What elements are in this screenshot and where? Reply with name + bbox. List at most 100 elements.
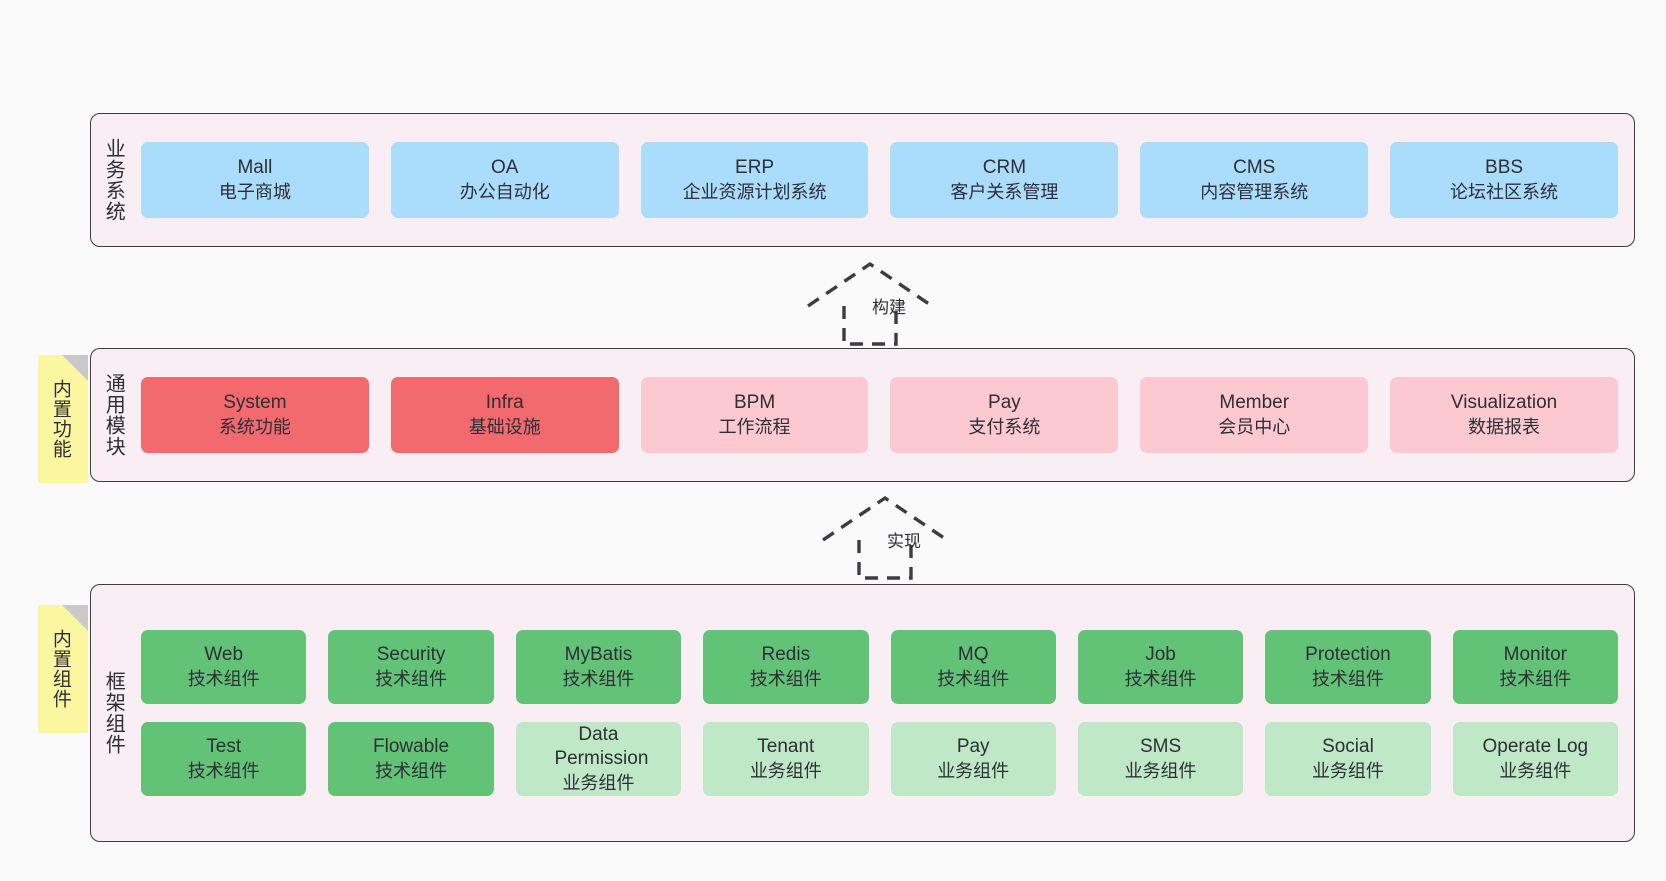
layer-body-business-systems: Mall 电子商城 OA 办公自动化 ERP 企业资源计划系统 CRM 客户关系…	[135, 114, 1634, 246]
node-sms[interactable]: SMS 业务组件	[1077, 722, 1244, 796]
node-row: Mall 电子商城 OA 办公自动化 ERP 企业资源计划系统 CRM 客户关系…	[141, 142, 1618, 218]
node-title: BBS	[1485, 157, 1524, 179]
node-mq[interactable]: MQ 技术组件	[890, 630, 1056, 704]
node-pay[interactable]: Pay 支付系统	[890, 377, 1119, 453]
node-subtitle: 论坛社区系统	[1450, 181, 1559, 202]
node-subtitle: 办公自动化	[459, 181, 550, 202]
node-subtitle: 业务组件	[749, 760, 822, 781]
node-subtitle: 技术组件	[1124, 668, 1197, 689]
node-subtitle: 技术组件	[187, 668, 260, 689]
node-infra[interactable]: Infra 基础设施	[390, 377, 619, 453]
node-subtitle: 技术组件	[1499, 668, 1572, 689]
node-subtitle: 会员中心	[1218, 416, 1291, 437]
node-title: Job	[1145, 644, 1176, 666]
node-title: BPM	[733, 392, 776, 414]
layer-common-modules: 通用模块 System 系统功能 Infra 基础设施 BPM 工作流程 Pay…	[90, 348, 1635, 482]
node-title: SMS	[1139, 736, 1182, 758]
node-subtitle: 业务组件	[1499, 760, 1572, 781]
node-subtitle: 基础设施	[468, 416, 541, 437]
node-test[interactable]: Test 技术组件	[141, 722, 307, 796]
note-builtin-features: 内置功能	[38, 355, 88, 483]
node-row: Web 技术组件 Security 技术组件 MyBatis 技术组件 Redi…	[141, 630, 1618, 704]
node-subtitle: 企业资源计划系统	[682, 181, 827, 202]
node-title: Pay	[988, 392, 1021, 414]
node-system[interactable]: System 系统功能	[141, 377, 369, 453]
node-title: OA	[491, 157, 519, 179]
node-title: Test	[206, 736, 242, 758]
node-mybatis[interactable]: MyBatis 技术组件	[515, 630, 682, 704]
node-bpm[interactable]: BPM 工作流程	[640, 377, 869, 453]
node-subtitle: 技术组件	[375, 760, 448, 781]
note-fold-corner	[62, 355, 88, 381]
node-title: MyBatis	[564, 644, 633, 666]
node-subtitle: 技术组件	[1311, 668, 1384, 689]
layer-title-business-systems: 业务系统	[102, 138, 125, 222]
node-subtitle: 业务组件	[1124, 760, 1197, 781]
connector-implement-arrow	[815, 492, 955, 584]
node-title: Member	[1219, 392, 1290, 414]
node-title: Flowable	[373, 736, 450, 758]
node-mall[interactable]: Mall 电子商城	[141, 142, 369, 218]
node-pay-component[interactable]: Pay 业务组件	[890, 722, 1056, 796]
node-protection[interactable]: Protection 技术组件	[1265, 630, 1431, 704]
node-subtitle: 技术组件	[187, 760, 260, 781]
node-subtitle: 客户关系管理	[950, 181, 1059, 202]
node-title: Web	[204, 644, 244, 666]
node-title: CMS	[1233, 157, 1276, 179]
node-title: Security	[376, 644, 446, 666]
layer-body-common-modules: System 系统功能 Infra 基础设施 BPM 工作流程 Pay 支付系统…	[135, 349, 1634, 481]
node-social[interactable]: Social 业务组件	[1265, 722, 1431, 796]
node-security[interactable]: Security 技术组件	[328, 630, 494, 704]
node-subtitle: 工作流程	[718, 416, 791, 437]
node-operate-log[interactable]: Operate Log 业务组件	[1452, 722, 1618, 796]
node-title: ERP	[735, 157, 775, 179]
node-job[interactable]: Job 技术组件	[1077, 630, 1244, 704]
node-web[interactable]: Web 技术组件	[141, 630, 307, 704]
node-subtitle: 技术组件	[562, 668, 635, 689]
node-title: Mall	[237, 157, 273, 179]
node-title: Social	[1322, 736, 1374, 758]
node-monitor[interactable]: Monitor 技术组件	[1452, 630, 1618, 704]
node-title: MQ	[957, 644, 989, 666]
node-tenant[interactable]: Tenant 业务组件	[703, 722, 869, 796]
connector-implement-label: 实现	[887, 532, 921, 551]
node-title: Protection	[1305, 644, 1391, 666]
node-data-permission[interactable]: Data Permission 业务组件	[515, 722, 682, 796]
layer-business-systems: 业务系统 Mall 电子商城 OA 办公自动化 ERP 企业资源计划系统 CRM…	[90, 113, 1635, 247]
node-oa[interactable]: OA 办公自动化	[390, 142, 619, 218]
node-row: Test 技术组件 Flowable 技术组件 Data Permission …	[141, 722, 1618, 796]
node-title: Tenant	[757, 736, 815, 758]
node-title: Pay	[956, 736, 990, 758]
node-redis[interactable]: Redis 技术组件	[703, 630, 869, 704]
node-title: Infra	[485, 392, 524, 414]
node-member[interactable]: Member 会员中心	[1140, 377, 1369, 453]
note-label: 内置功能	[49, 379, 71, 459]
node-title: Operate Log	[1482, 736, 1589, 758]
node-title: Visualization	[1450, 392, 1558, 414]
node-cms[interactable]: CMS 内容管理系统	[1140, 142, 1369, 218]
node-flowable[interactable]: Flowable 技术组件	[328, 722, 494, 796]
node-subtitle: 系统功能	[218, 416, 291, 437]
layer-framework-components: 框架组件 Web 技术组件 Security 技术组件 MyBatis 技术组件…	[90, 584, 1635, 842]
node-bbs[interactable]: BBS 论坛社区系统	[1390, 142, 1618, 218]
node-visualization[interactable]: Visualization 数据报表	[1390, 377, 1618, 453]
node-title: Redis	[761, 644, 811, 666]
node-crm[interactable]: CRM 客户关系管理	[890, 142, 1119, 218]
layer-title-common-modules: 通用模块	[102, 373, 125, 457]
node-erp[interactable]: ERP 企业资源计划系统	[640, 142, 869, 218]
node-subtitle: 技术组件	[937, 668, 1010, 689]
note-label: 内置组件	[49, 629, 71, 709]
node-title: CRM	[982, 157, 1027, 179]
note-builtin-components: 内置组件	[38, 605, 88, 733]
layer-body-framework-components: Web 技术组件 Security 技术组件 MyBatis 技术组件 Redi…	[135, 585, 1634, 841]
node-subtitle: 技术组件	[375, 668, 448, 689]
node-subtitle: 数据报表	[1468, 416, 1541, 437]
node-subtitle: 支付系统	[968, 416, 1041, 437]
node-subtitle: 内容管理系统	[1200, 181, 1309, 202]
layer-title-framework-components: 框架组件	[102, 671, 125, 755]
node-subtitle: 电子商城	[218, 181, 291, 202]
node-title: System	[223, 392, 287, 414]
node-title: Monitor	[1503, 644, 1567, 666]
node-subtitle: 业务组件	[1311, 760, 1384, 781]
